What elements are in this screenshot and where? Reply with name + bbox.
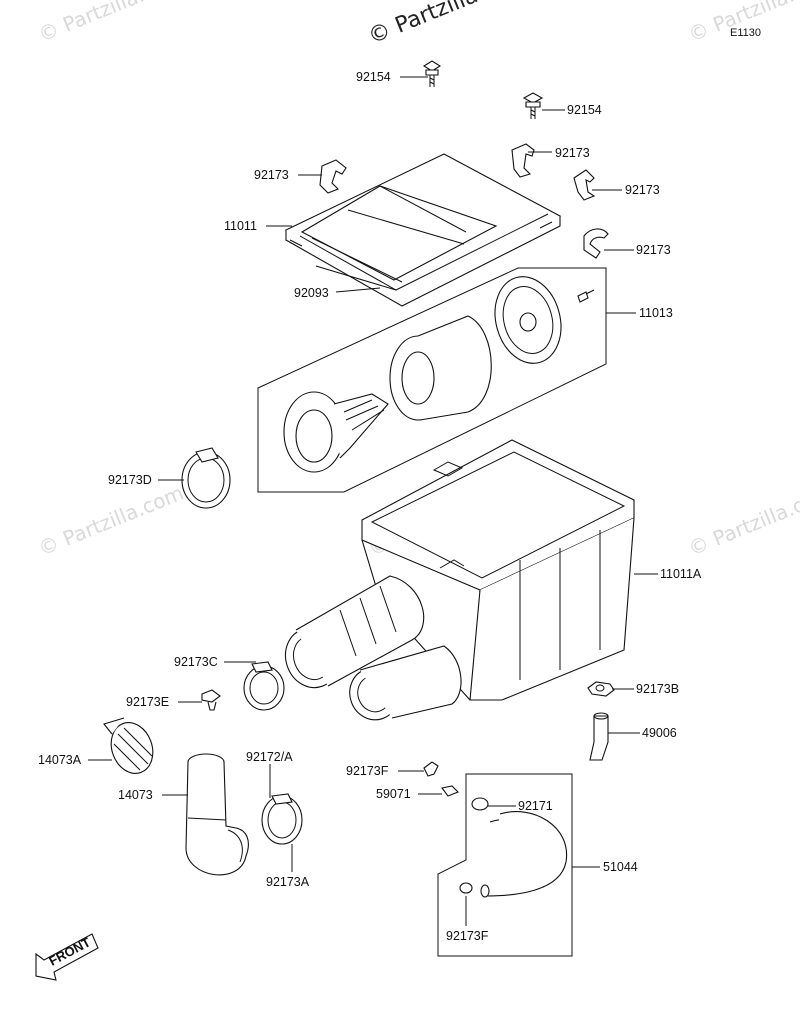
- label-92173D: 92173D: [108, 473, 152, 487]
- drain-49006: [589, 712, 609, 761]
- clamp-92173C: [243, 661, 285, 711]
- filter-cap: [494, 276, 562, 364]
- label-92173A: 92173A: [266, 875, 310, 889]
- clamp-92171: [471, 797, 489, 811]
- label-92173: 92173: [555, 146, 590, 160]
- watermark: © Partzilla.com: [365, 0, 532, 50]
- watermark: © Partzilla.com: [685, 0, 800, 47]
- label-92093: 92093: [294, 286, 329, 300]
- clip-92173-c: [573, 169, 596, 201]
- label-92171: 92171: [518, 799, 553, 813]
- hose-51044: [480, 811, 568, 898]
- label-51044: 51044: [603, 860, 638, 874]
- label-92173C: 92173C: [174, 655, 218, 669]
- watermark: © Partzilla.com: [35, 0, 187, 47]
- hose-assy-outline: [437, 773, 573, 957]
- clamp-92173D: [181, 447, 231, 509]
- filter-holder: [283, 391, 389, 473]
- label-92173F: 92173F: [446, 929, 489, 943]
- screw: [577, 289, 595, 303]
- diagram-code: E1130: [730, 27, 761, 39]
- outlet-duct: [349, 645, 462, 721]
- label-14073A: 14073A: [38, 753, 82, 767]
- air-cleaner-cover: [284, 153, 562, 307]
- clamp-92173F-lower: [459, 882, 473, 894]
- label-14073: 14073: [118, 788, 153, 802]
- watermark: © Partzilla.com: [35, 481, 187, 561]
- fitting-59071: [441, 785, 459, 797]
- clip-92173-b: [511, 143, 535, 178]
- leader-line: [335, 287, 381, 293]
- label-92173: 92173: [636, 243, 671, 257]
- foam-filter: [389, 315, 492, 421]
- duct-14073: [185, 753, 249, 876]
- grommet-92173B: [587, 681, 615, 697]
- label-92173: 92173: [254, 168, 289, 182]
- label-59071: 59071: [376, 787, 411, 801]
- label-92154: 92154: [356, 70, 391, 84]
- label-49006: 49006: [642, 726, 677, 740]
- watermark: © Partzilla.com: [685, 481, 800, 561]
- clip-92173-d: [583, 228, 609, 259]
- label-92172A: 92172/A: [246, 750, 293, 764]
- label-92154: 92154: [567, 103, 602, 117]
- seal-92093: [315, 265, 397, 291]
- label-92173E: 92173E: [126, 695, 169, 709]
- intake-duct: [284, 575, 425, 689]
- clip-92173-a: [319, 159, 347, 194]
- element-assy-outline: [257, 267, 607, 493]
- bolt-92154-right: [522, 92, 544, 119]
- label-11011A: 11011A: [660, 567, 702, 581]
- label-11013: 11013: [639, 306, 673, 320]
- label-92173F: 92173F: [346, 764, 389, 778]
- front-arrow: FRONT: [35, 933, 99, 981]
- clamp-92172A: [261, 793, 303, 845]
- bolt-92154-left: [422, 60, 442, 87]
- label-92173B: 92173B: [636, 682, 679, 696]
- clip-92173E: [201, 689, 221, 711]
- duct-14073A: [103, 717, 154, 774]
- label-92173: 92173: [625, 183, 660, 197]
- clip-92173F-upper: [423, 761, 439, 777]
- label-11011: 11011: [224, 219, 257, 233]
